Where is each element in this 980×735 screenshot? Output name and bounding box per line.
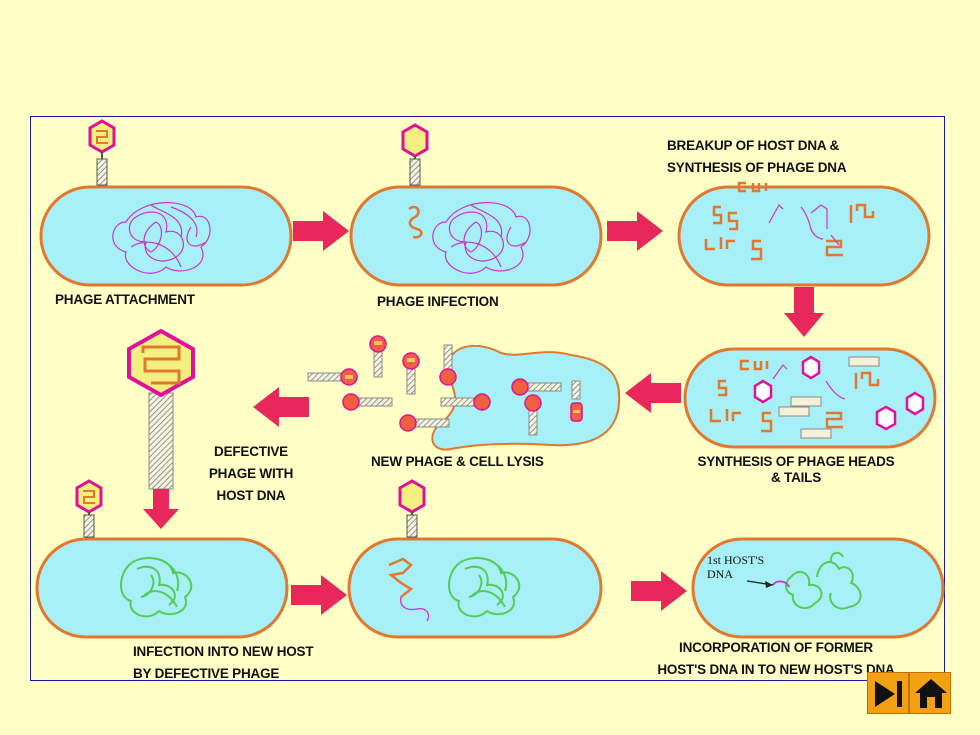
- label-phage-attachment: PHAGE ATTACHMENT: [55, 292, 195, 307]
- diagram-graphics: [35, 119, 945, 639]
- label-incorporation-line1: INCORPORATION OF FORMER: [679, 640, 873, 655]
- phage-particle: [511, 378, 562, 396]
- arrow-to-incorporation: [631, 571, 687, 611]
- cell-synthesis-heads-tails: [683, 347, 937, 449]
- label-first-host-line2: DNA: [707, 567, 733, 581]
- label-synthesis-heads-line1: SYNTHESIS OF PHAGE HEADS: [697, 454, 895, 469]
- label-breakup-line2: SYNTHESIS OF PHAGE DNA: [667, 160, 847, 175]
- label-defective-line2: PHAGE WITH: [208, 466, 294, 481]
- arrow-defective-to-new-host: [143, 489, 179, 529]
- phage-particle: [369, 335, 387, 378]
- home-button[interactable]: [909, 672, 951, 714]
- phage-particle: [342, 393, 393, 411]
- label-defective-line1: DEFECTIVE: [214, 444, 288, 459]
- arrow-lysis-to-defective: [253, 387, 309, 427]
- arrow-breakup-to-synthesis: [784, 287, 824, 337]
- phage-particle: [307, 368, 358, 386]
- phage-transduction-diagram: PHAGE ATTACHMENT PHAGE INFECTION BREAKUP…: [30, 116, 945, 681]
- play-next-icon: [875, 681, 902, 707]
- defective-phage-with-host-dna: [127, 328, 195, 490]
- label-incorporation-line2: HOST'S DNA IN TO NEW HOST'S DNA: [657, 662, 895, 677]
- phage-particle: [570, 380, 583, 422]
- phage-particle: [402, 352, 420, 395]
- cell-incorporation-host-dna: [691, 537, 945, 639]
- label-infection-new-host-line2: BY DEFECTIVE PHAGE: [133, 666, 280, 681]
- cell-new-host-with-injected-dna: [347, 537, 603, 639]
- phage-particle: [440, 393, 491, 411]
- arrow-attach-to-infection: [293, 211, 349, 251]
- phage-defective-attaching: [75, 479, 103, 538]
- arrow-new-host-to-incorporation: [291, 575, 347, 615]
- home-icon: [915, 679, 947, 708]
- phage-particle: [439, 344, 457, 386]
- cell-breakup-host-dna: [677, 181, 931, 287]
- phage-attaching: [88, 119, 116, 186]
- phage-empty-attached: [398, 479, 426, 538]
- phage-particle: [399, 414, 450, 432]
- label-breakup-line1: BREAKUP OF HOST DNA &: [667, 138, 840, 153]
- cell-infection-new-host: [35, 537, 289, 639]
- new-phage-particles: [307, 335, 583, 436]
- phage-empty-infecting: [401, 123, 429, 186]
- label-infection-new-host-line1: INFECTION INTO NEW HOST: [133, 644, 314, 659]
- arrow-infection-to-breakup: [607, 211, 663, 251]
- lysed-cell-new-phage: [431, 344, 621, 451]
- label-first-host-line1: 1st HOST'S: [707, 553, 765, 567]
- cell-phage-infection: [349, 185, 603, 287]
- next-slide-button[interactable]: [867, 672, 909, 714]
- label-new-phage-lysis: NEW PHAGE & CELL LYSIS: [371, 454, 544, 469]
- cell-phage-attachment: [39, 185, 293, 287]
- label-synthesis-heads-line2: & TAILS: [770, 470, 822, 485]
- host-dna-tangle: [112, 202, 211, 274]
- label-defective-line3: HOST DNA: [216, 488, 286, 503]
- arrow-synthesis-to-lysis: [625, 373, 681, 413]
- label-phage-infection: PHAGE INFECTION: [377, 294, 499, 309]
- phage-particle: [524, 394, 542, 436]
